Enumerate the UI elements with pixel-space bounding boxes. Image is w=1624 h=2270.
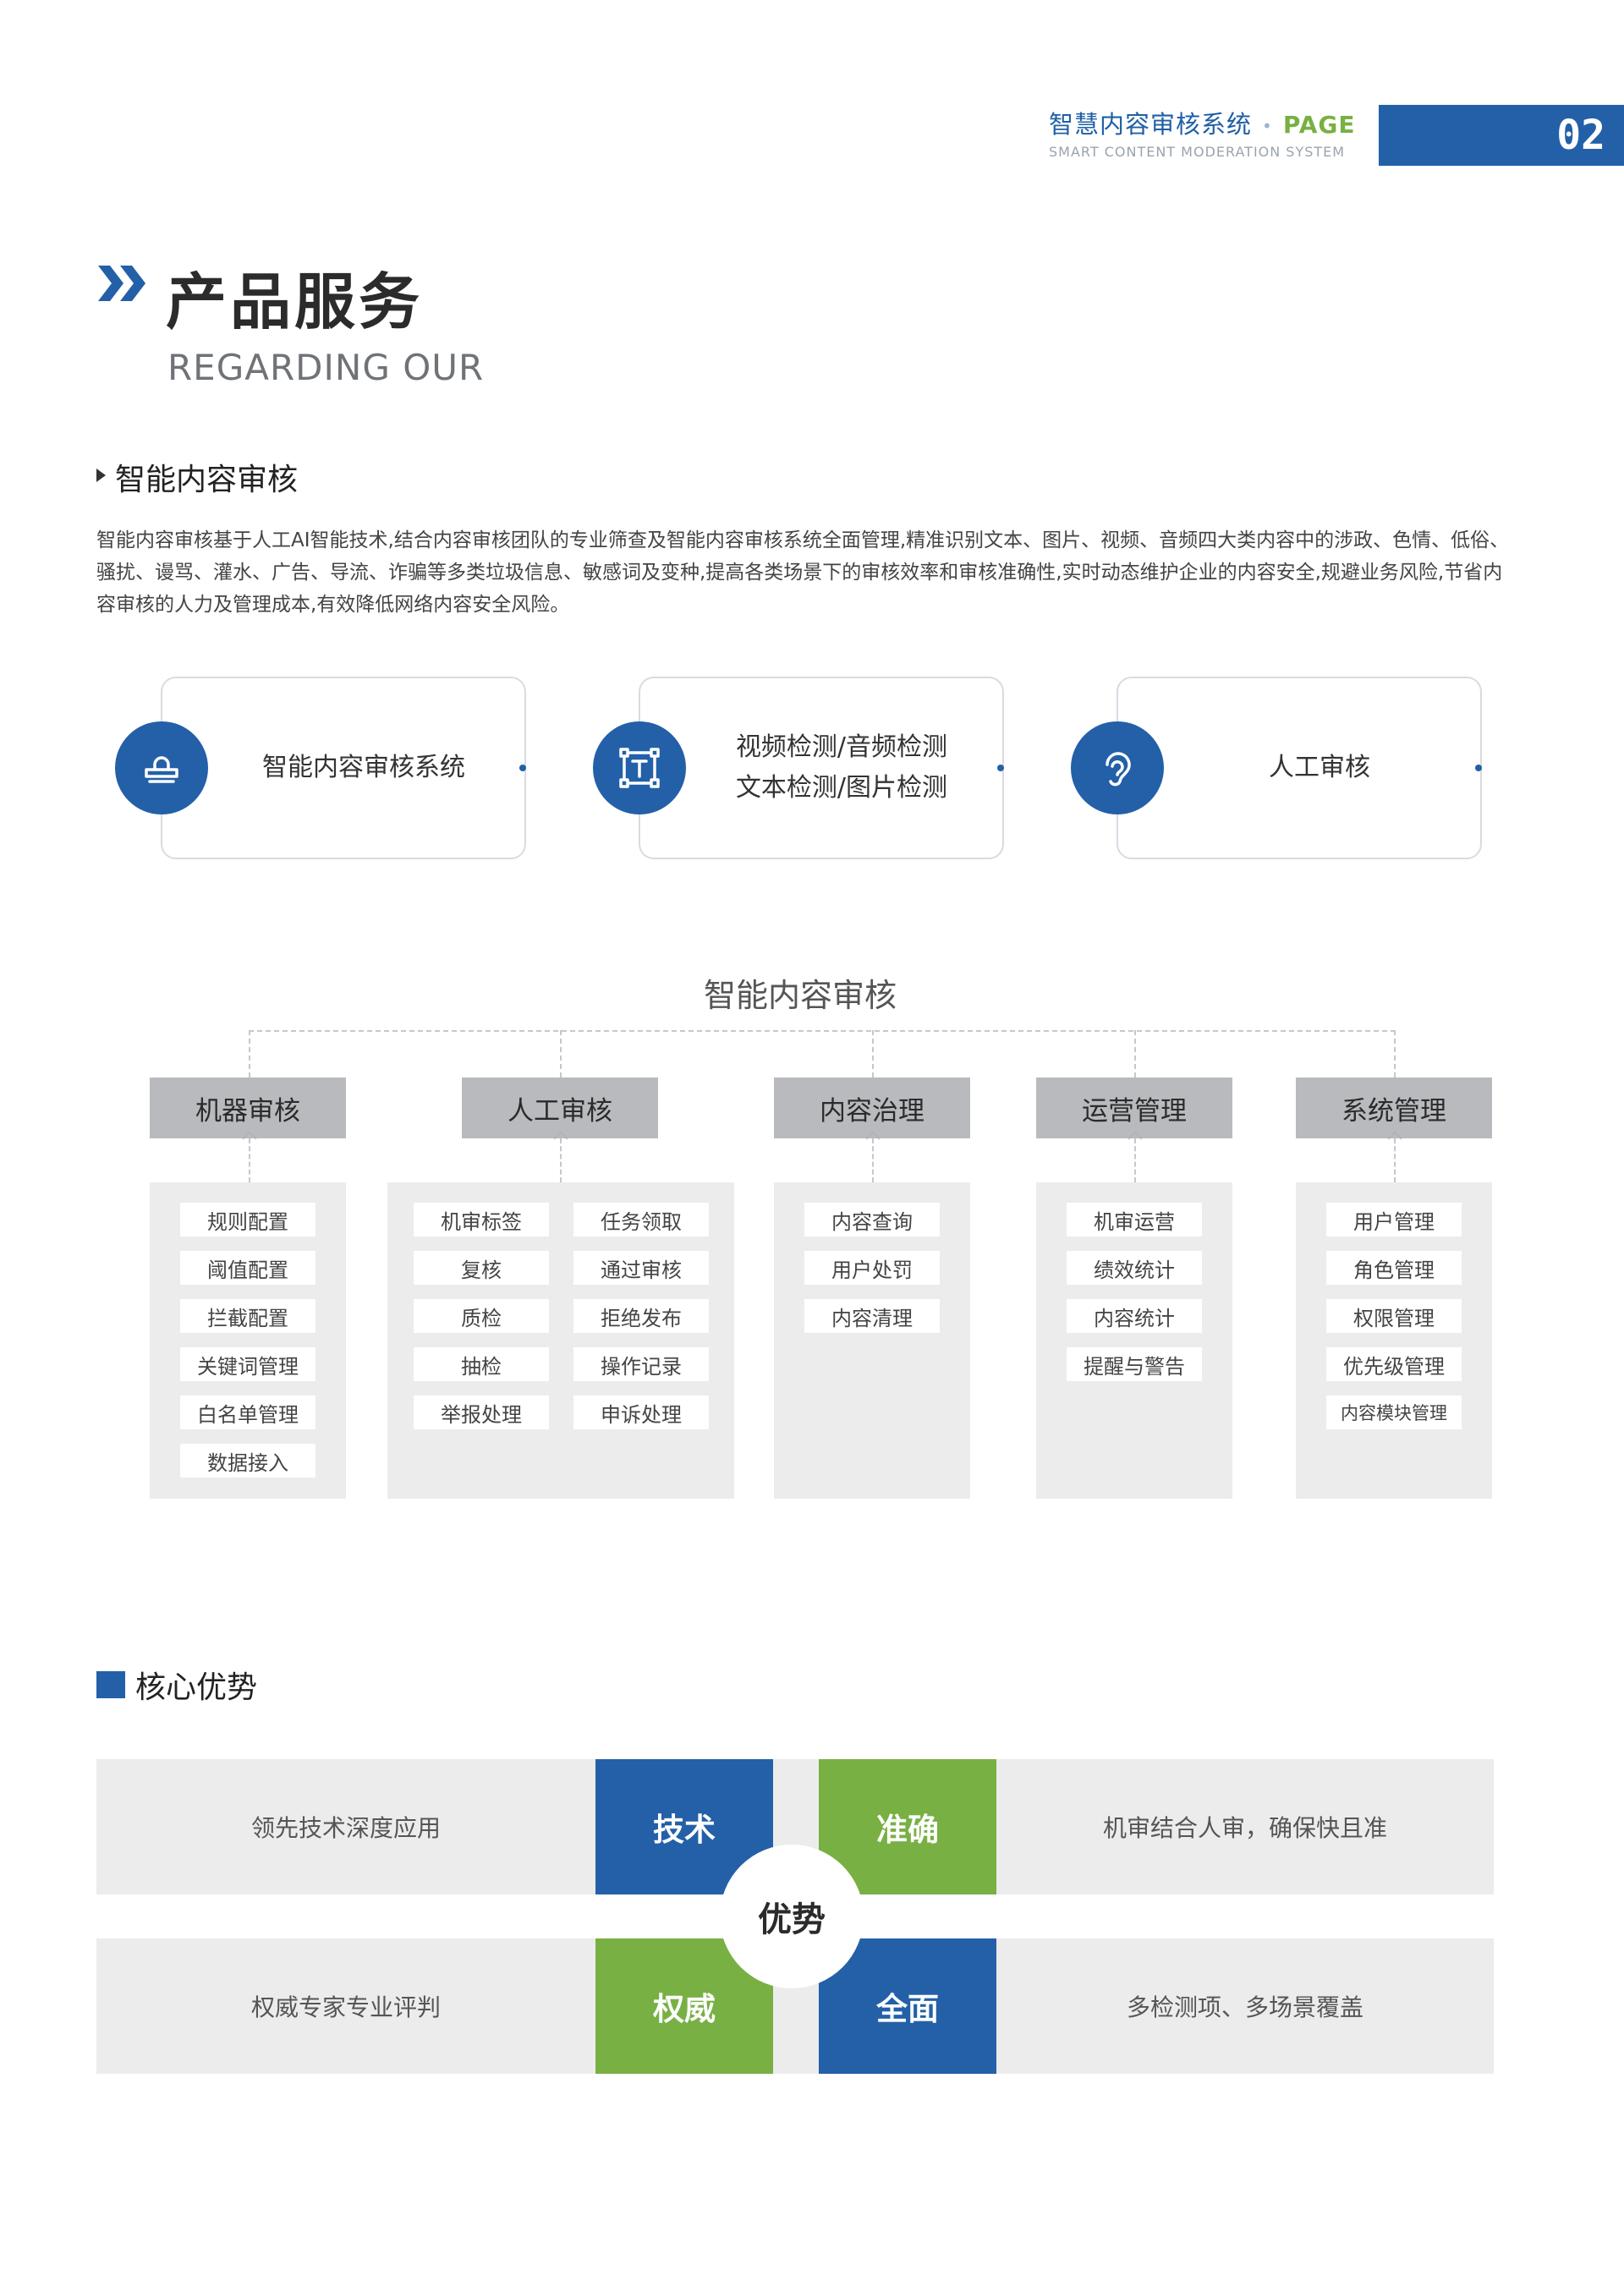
connector-line: [1134, 1138, 1136, 1182]
page-subtitle: REGARDING OUR: [167, 347, 485, 388]
list-item: 用户处罚: [804, 1251, 940, 1285]
card-dot: [997, 765, 1004, 771]
connector-line: [249, 1030, 1396, 1032]
connector-line: [560, 1138, 562, 1182]
list-item: 内容模块管理: [1326, 1395, 1462, 1429]
category-header: 系统管理: [1296, 1077, 1492, 1138]
list-item: 复核: [414, 1251, 549, 1285]
page-number: 02: [1556, 112, 1605, 159]
list-item: 内容清理: [804, 1299, 940, 1333]
category-header: 机器审核: [150, 1077, 346, 1138]
list-item: 通过审核: [573, 1251, 709, 1285]
card-dot: [1475, 765, 1482, 771]
list-item: 规则配置: [180, 1203, 315, 1236]
advantage-block-comprehensive: 全面: [819, 1938, 996, 2074]
list-item: 绩效统计: [1067, 1251, 1202, 1285]
section-title: 智能内容审核: [115, 463, 299, 497]
org-chart-title: 智能内容审核: [703, 977, 897, 1014]
list-item: 优先级管理: [1326, 1347, 1462, 1381]
triangle-bullet-icon: [96, 469, 106, 482]
list-item: 操作记录: [573, 1347, 709, 1381]
text-frame-icon: [593, 721, 686, 814]
list-item: 任务领取: [573, 1203, 709, 1236]
list-item: 数据接入: [180, 1444, 315, 1478]
list-item: 用户管理: [1326, 1203, 1462, 1236]
list-item: 机审标签: [414, 1203, 549, 1236]
list-item: 内容查询: [804, 1203, 940, 1236]
list-item: 角色管理: [1326, 1251, 1462, 1285]
advantage-center-circle: 优势: [720, 1845, 864, 1988]
list-item: 举报处理: [414, 1395, 549, 1429]
intro-paragraph: 智能内容审核基于人工AI智能技术,结合内容审核团队的专业筛查及智能内容审核系统全…: [96, 529, 1510, 616]
ear-icon: [1071, 721, 1164, 814]
header-title-text: 智慧内容审核系统: [1049, 110, 1253, 139]
feature-card: [639, 677, 1004, 859]
list-item: 拦截配置: [180, 1299, 315, 1333]
category-header: 人工审核: [462, 1077, 658, 1138]
section-title: 核心优势: [135, 1670, 258, 1705]
header-title: 智慧内容审核系统 • PAGE: [1049, 105, 1356, 140]
header-page-label: PAGE: [1282, 111, 1356, 139]
list-item: 提醒与警告: [1067, 1347, 1202, 1381]
header-separator: •: [1262, 116, 1273, 136]
list-item: 申诉处理: [573, 1395, 709, 1429]
feature-card-line: 文本检测/图片检测: [735, 773, 948, 803]
category-header: 内容治理: [774, 1077, 970, 1138]
feature-card: [1116, 677, 1482, 859]
list-item: 内容统计: [1067, 1299, 1202, 1333]
advantage-text: 领先技术深度应用: [250, 1814, 441, 1842]
connector-line: [560, 1030, 562, 1077]
stamp-icon: [115, 721, 208, 814]
feature-card-line: 智能内容审核系统: [262, 753, 465, 782]
feature-card-label: 智能内容审核系统: [220, 719, 508, 817]
double-chevron-icon: [98, 266, 145, 301]
list-item: 抽检: [414, 1347, 549, 1381]
page-title: 产品服务: [166, 266, 424, 337]
card-dot: [519, 765, 526, 771]
square-bullet-icon: [96, 1671, 125, 1698]
header-subtitle: SMART CONTENT MODERATION SYSTEM: [1049, 144, 1346, 160]
list-item: 机审运营: [1067, 1203, 1202, 1236]
list-item: 拒绝发布: [573, 1299, 709, 1333]
advantage-text: 多检测项、多场景覆盖: [1126, 1993, 1363, 2021]
advantage-text: 机审结合人审，确保快且准: [1102, 1814, 1387, 1842]
feature-card-label: 视频检测/音频检测 文本检测/图片检测: [698, 719, 985, 817]
list-item: 关键词管理: [180, 1347, 315, 1381]
list-item: 权限管理: [1326, 1299, 1462, 1333]
feature-card-line: 人工审核: [1269, 753, 1370, 782]
list-item: 白名单管理: [180, 1395, 315, 1429]
connector-line: [249, 1138, 250, 1182]
connector-line: [1394, 1030, 1396, 1077]
connector-line: [249, 1030, 250, 1077]
connector-line: [1134, 1030, 1136, 1077]
feature-card: [161, 677, 526, 859]
category-header: 运营管理: [1036, 1077, 1232, 1138]
advantage-text: 权威专家专业评判: [250, 1993, 441, 2021]
connector-line: [872, 1030, 874, 1077]
connector-line: [872, 1138, 874, 1182]
feature-card-line: 视频检测/音频检测: [735, 732, 948, 762]
feature-card-label: 人工审核: [1176, 719, 1463, 817]
list-item: 质检: [414, 1299, 549, 1333]
connector-line: [1394, 1138, 1396, 1182]
list-item: 阈值配置: [180, 1251, 315, 1285]
page-number-bar: 02: [1379, 105, 1624, 166]
